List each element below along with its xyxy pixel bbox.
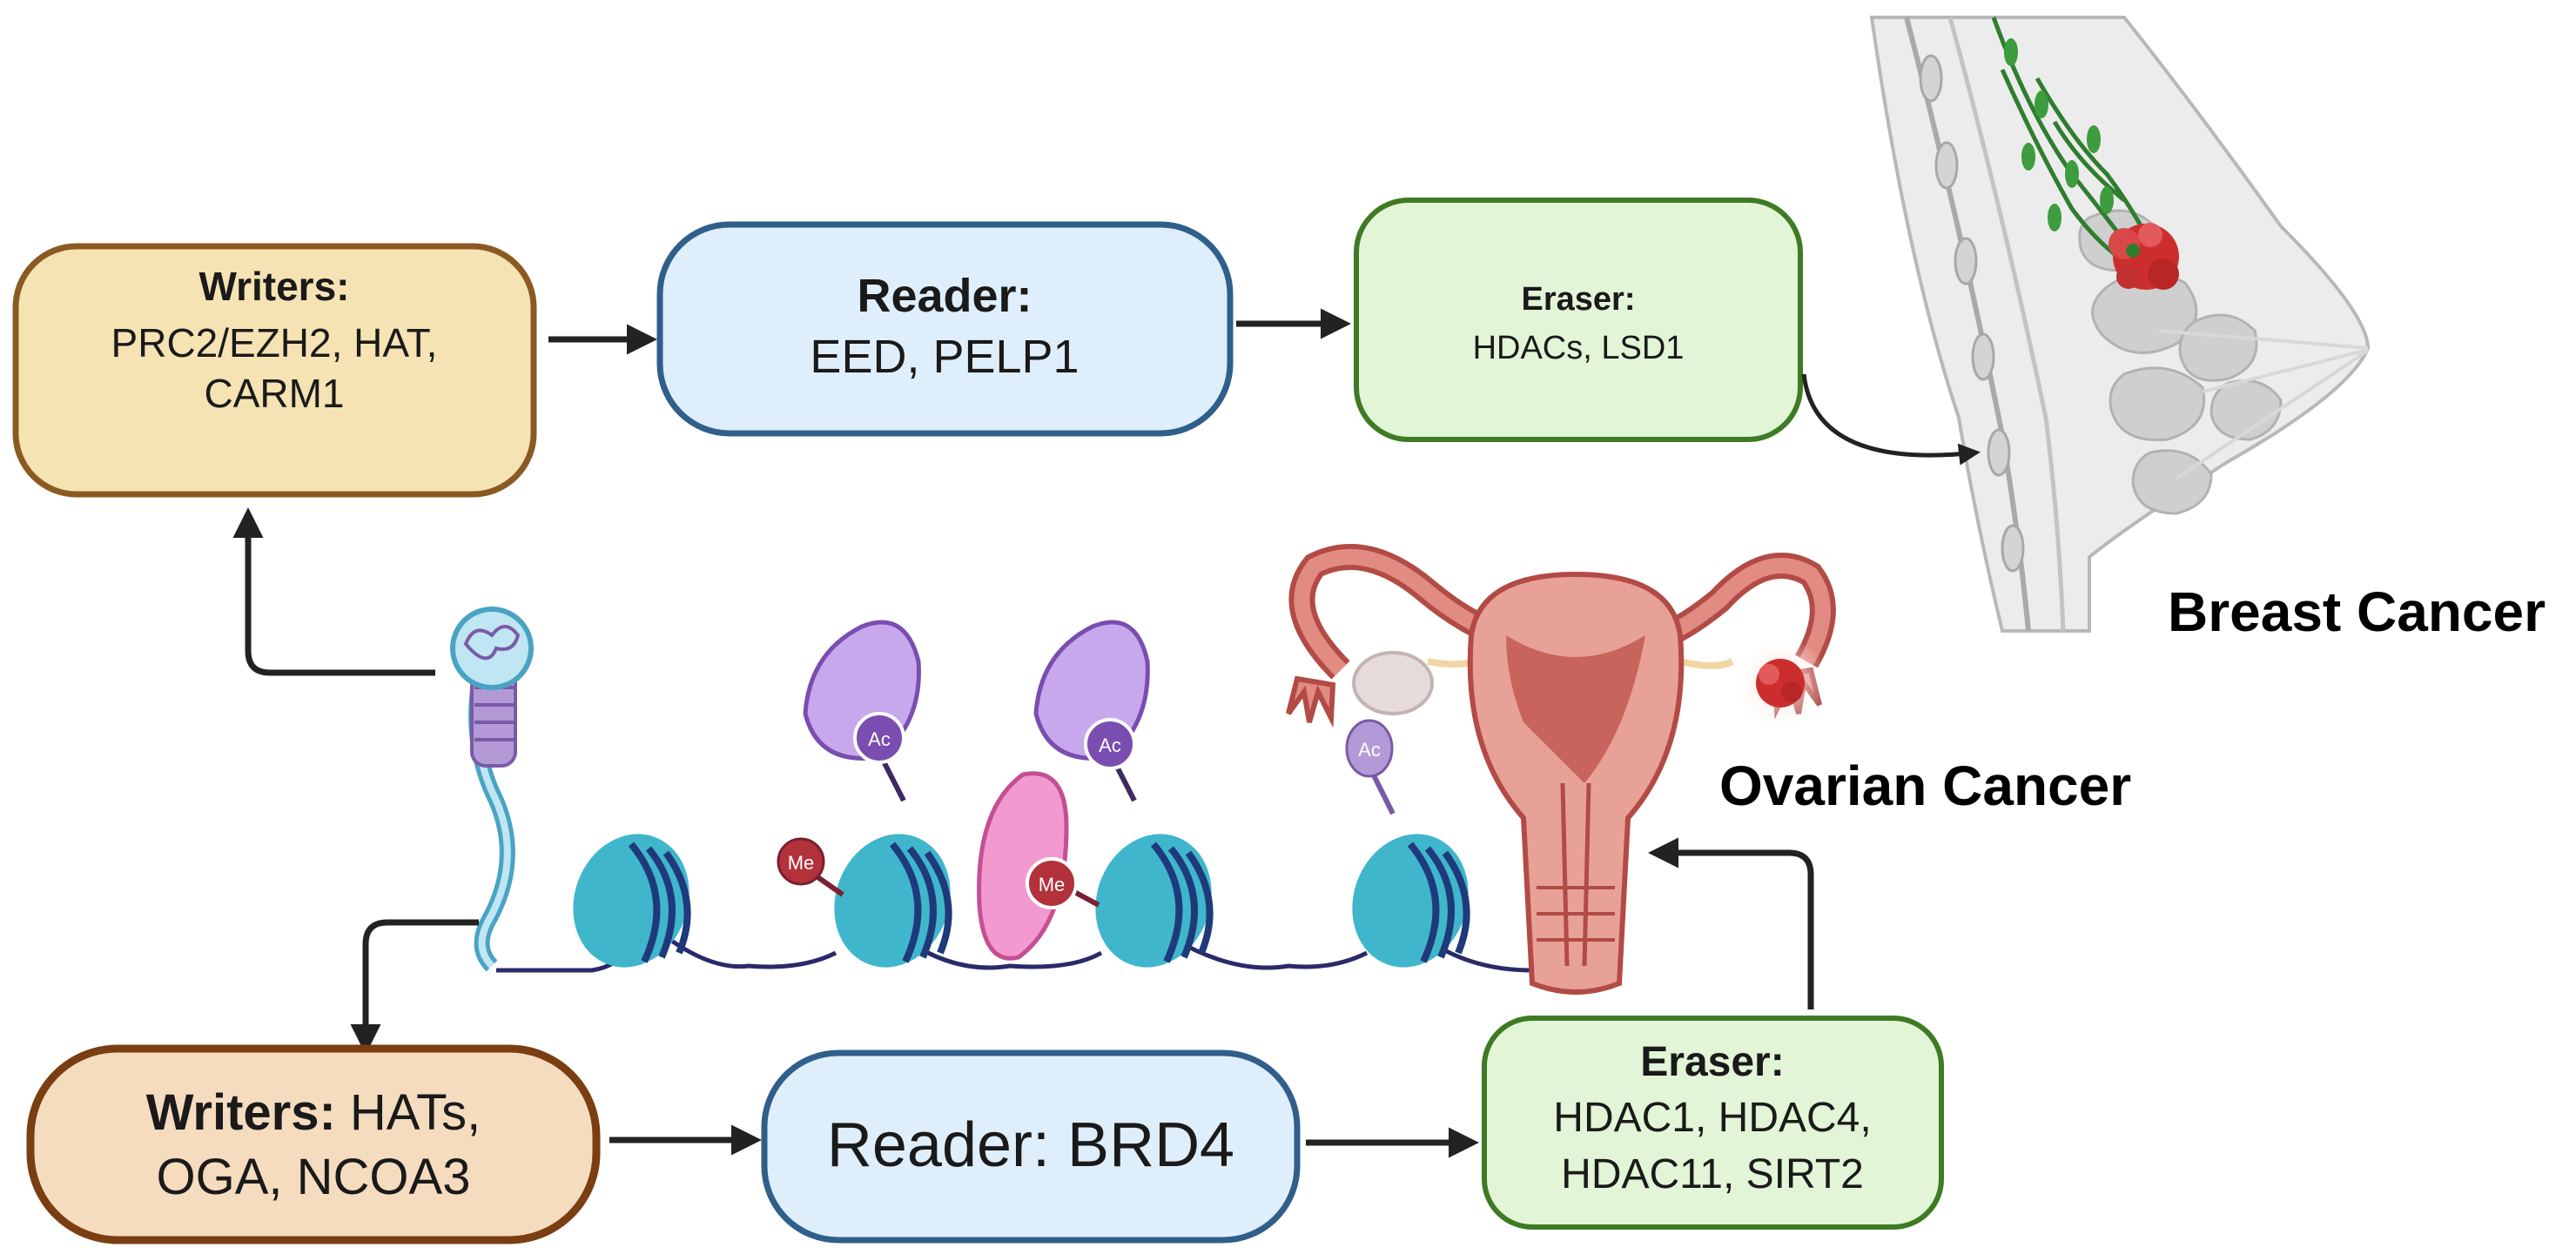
bottom-eraser-box: Eraser: HDAC1, HDAC4, HDAC11, SIRT2 [1482, 1016, 1944, 1230]
top-reader-heading: Reader: [857, 270, 1032, 322]
ovarian-cancer-label: Ovarian Cancer [1719, 754, 2131, 817]
bottom-writers-line2: OGA, NCOA3 [157, 1149, 471, 1205]
bottom-writers-heading: Writers: [146, 1084, 336, 1141]
nucleosome-1 [573, 834, 691, 968]
arrow-tf-to-bottom-writers [350, 919, 479, 1055]
arrow-bottom-eraser-to-uterus [1648, 837, 1814, 1009]
top-writers-box: Writers: PRC2/EZH2, HAT, CARM1 [12, 243, 537, 498]
top-writers-heading: Writers: [199, 264, 350, 309]
bottom-eraser-line1: HDAC1, HDAC4, [1553, 1095, 1871, 1141]
bottom-eraser-line2: HDAC11, SIRT2 [1561, 1151, 1864, 1197]
acetyl-label-2: Ac [1099, 734, 1121, 756]
bottom-reader-box: Reader: BRD4 [761, 1049, 1301, 1244]
breast-tumor [2109, 223, 2179, 290]
arrow-top-eraser-to-breast [1801, 373, 1981, 466]
top-writers-line1: PRC2/EZH2, HAT, [111, 320, 438, 365]
methyl-label-1: Me [788, 852, 815, 874]
reader-protein-1: Ac [803, 620, 921, 802]
top-reader-box: Reader: EED, PELP1 [656, 221, 1234, 437]
top-eraser-heading: Eraser: [1522, 281, 1636, 318]
acetyl-label-3: Ac [1358, 739, 1381, 761]
acetyl-mark-3: Ac [1345, 719, 1396, 815]
top-writers-line2: CARM1 [204, 371, 344, 416]
breast-illustration [1869, 16, 2371, 633]
methyl-mark-1: Me [777, 837, 844, 897]
methyl-label-2: Me [1039, 874, 1066, 895]
nucleosome-2 [834, 834, 952, 968]
arrow-tf-to-top-writers [232, 507, 435, 676]
acetyl-label-1: Ac [868, 728, 891, 750]
breast-cancer-label: Breast Cancer [2168, 580, 2546, 643]
nucleosome-3 [1095, 834, 1214, 968]
pink-reader-protein: Me [977, 771, 1100, 961]
bottom-reader-label: Reader: BRD4 [827, 1110, 1234, 1180]
transcription-factor-illustration [450, 607, 534, 972]
reader-protein-2: Ac [1033, 620, 1150, 802]
ovary-tumor [1756, 659, 1805, 707]
bottom-writers-line1: Writers: HATs, [146, 1084, 481, 1141]
top-eraser-box: Eraser: HDACs, LSD1 [1354, 198, 1803, 442]
ovary-left [1352, 651, 1434, 715]
uterus-illustration [1286, 544, 1836, 995]
bottom-writers-box: Writers: HATs, OGA, NCOA3 [26, 1044, 601, 1244]
top-eraser-line1: HDACs, LSD1 [1473, 330, 1685, 366]
nucleosome-4 [1352, 834, 1470, 968]
bottom-eraser-heading: Eraser: [1640, 1039, 1784, 1085]
bottom-writers-line1-rest: HATs, [336, 1084, 481, 1141]
top-reader-line1: EED, PELP1 [810, 331, 1079, 383]
